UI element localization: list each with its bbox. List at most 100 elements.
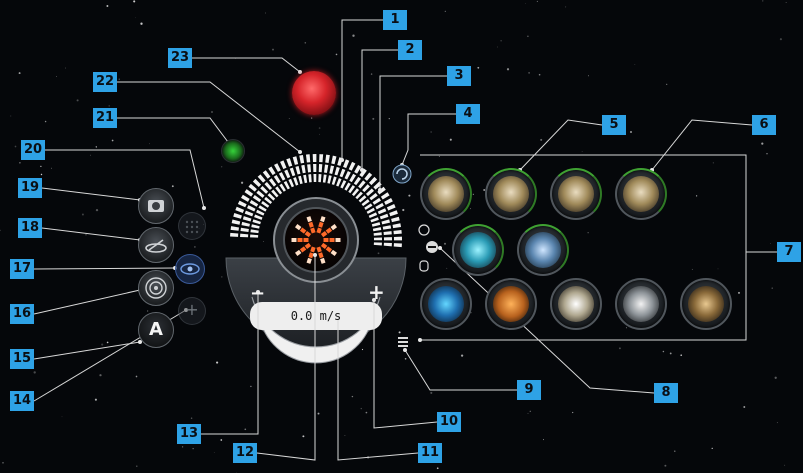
health-ring-segment bbox=[264, 181, 273, 191]
camera-button[interactable] bbox=[138, 188, 174, 224]
health-ring-segment bbox=[351, 188, 360, 197]
star bbox=[438, 155, 440, 157]
capacitor-cell bbox=[330, 249, 337, 256]
callout-leader-line bbox=[401, 113, 456, 166]
autopilot-button[interactable]: A bbox=[138, 312, 174, 348]
speed-bar[interactable] bbox=[251, 296, 381, 364]
star bbox=[106, 341, 109, 344]
zoom-button[interactable]: + bbox=[178, 297, 206, 325]
health-ring-segment bbox=[361, 199, 370, 207]
scanner-button[interactable] bbox=[138, 227, 174, 263]
grid-toggle-button[interactable] bbox=[178, 212, 206, 240]
star bbox=[149, 143, 150, 145]
tactical-overlay-button[interactable] bbox=[138, 270, 174, 306]
star bbox=[147, 310, 149, 312]
module-slot[interactable] bbox=[485, 168, 537, 220]
capacitor-cell bbox=[310, 246, 316, 253]
star bbox=[192, 448, 194, 450]
callout-leader-line bbox=[379, 75, 447, 190]
speed-increase-button[interactable]: + bbox=[368, 280, 385, 304]
star bbox=[272, 48, 274, 51]
capacitor-cells bbox=[291, 216, 341, 264]
star bbox=[691, 268, 693, 270]
health-ring-segment bbox=[318, 164, 323, 173]
star bbox=[61, 416, 63, 418]
callout-anchor-dot bbox=[403, 348, 407, 352]
callout-label: 13 bbox=[177, 424, 201, 444]
capacitor-cell bbox=[299, 227, 307, 234]
module-slot[interactable] bbox=[550, 278, 602, 330]
star bbox=[99, 374, 102, 377]
callout-label: 1 bbox=[383, 10, 407, 30]
health-ring-segment bbox=[334, 166, 340, 176]
module-slot[interactable] bbox=[485, 278, 537, 330]
star bbox=[680, 354, 683, 357]
callout-anchor-dot bbox=[340, 158, 344, 162]
health-ring-segment bbox=[324, 164, 329, 173]
star bbox=[220, 439, 223, 441]
health-ring-segment bbox=[247, 205, 256, 212]
health-ring-segment bbox=[312, 154, 317, 163]
star bbox=[630, 131, 632, 133]
callout-leader-line bbox=[41, 227, 141, 241]
callout-leader-line bbox=[33, 289, 141, 315]
star bbox=[304, 42, 307, 44]
health-ring-segment bbox=[393, 229, 402, 235]
star bbox=[540, 138, 543, 141]
health-ring-segment bbox=[244, 210, 254, 217]
callout-leader-line bbox=[404, 349, 517, 391]
module-slot[interactable] bbox=[615, 278, 667, 330]
health-ring-segment bbox=[322, 174, 327, 183]
star bbox=[190, 417, 193, 419]
star bbox=[19, 161, 21, 164]
module-slot[interactable] bbox=[452, 224, 504, 276]
health-ring-segment bbox=[268, 178, 277, 187]
star bbox=[135, 17, 136, 19]
missile-launcher-icon bbox=[428, 176, 464, 212]
module-slot[interactable] bbox=[420, 278, 472, 330]
callout-label: 4 bbox=[456, 104, 480, 124]
missile-launcher-icon bbox=[558, 176, 594, 212]
capacitor-cell bbox=[320, 216, 326, 223]
star bbox=[762, 0, 764, 2]
scanner-icon bbox=[145, 239, 167, 253]
speed-decrease-button[interactable]: − bbox=[250, 283, 266, 304]
callout-leader-line bbox=[651, 119, 753, 171]
star bbox=[351, 395, 354, 398]
star bbox=[737, 291, 741, 294]
health-ring-segment bbox=[308, 174, 312, 183]
health-ring-segment bbox=[295, 166, 301, 175]
callout-leader-line bbox=[420, 154, 777, 341]
module-slot[interactable] bbox=[550, 168, 602, 220]
health-ring-segment bbox=[371, 222, 381, 227]
health-ring-segment bbox=[252, 219, 261, 225]
star bbox=[140, 22, 143, 25]
health-ring-segment bbox=[301, 164, 306, 174]
callout-label: 9 bbox=[517, 380, 541, 400]
alert-icon[interactable] bbox=[292, 71, 336, 115]
module-slot[interactable] bbox=[517, 224, 569, 276]
module-slot[interactable] bbox=[680, 278, 732, 330]
health-ring-segment bbox=[293, 177, 299, 186]
callout-leader-line bbox=[256, 255, 316, 461]
health-ring-segment bbox=[355, 191, 363, 200]
health-ring-segment bbox=[358, 195, 367, 203]
health-ring-segment bbox=[370, 217, 379, 223]
orbit-button[interactable] bbox=[175, 254, 205, 284]
health-ring-segment bbox=[331, 176, 337, 185]
health-ring-segment bbox=[261, 200, 270, 208]
capacitor-cell bbox=[308, 252, 314, 259]
star bbox=[470, 208, 471, 210]
health-ring-segment bbox=[286, 158, 293, 167]
health-ring-segment bbox=[327, 175, 332, 184]
star bbox=[370, 73, 373, 75]
star bbox=[483, 189, 486, 191]
star bbox=[404, 357, 407, 360]
callout-leader-line bbox=[33, 341, 141, 360]
callout-leader-line bbox=[373, 300, 438, 429]
star bbox=[344, 435, 346, 436]
module-slot[interactable] bbox=[615, 168, 667, 220]
module-slot[interactable] bbox=[420, 168, 472, 220]
shield-booster-icon bbox=[460, 232, 496, 268]
